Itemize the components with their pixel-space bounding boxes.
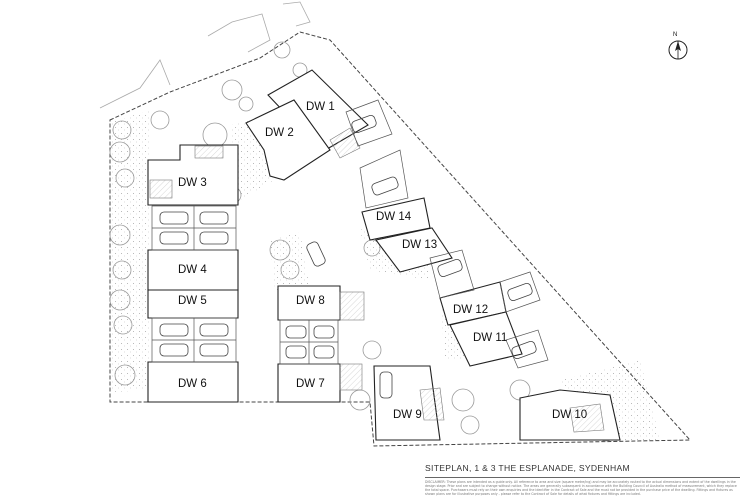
label-dw1: DW 1 xyxy=(306,101,335,113)
label-dw6: DW 6 xyxy=(178,378,207,390)
footprint-dw11 xyxy=(449,311,523,367)
label-dw2: DW 2 xyxy=(265,127,294,139)
label-dw5: DW 5 xyxy=(178,295,207,307)
decks xyxy=(149,127,605,433)
plan-title: SITEPLAN, 1 & 3 THE ESPLANADE, SYDENHAM xyxy=(425,463,630,473)
label-dw3: DW 3 xyxy=(178,177,207,189)
trees xyxy=(109,41,616,442)
label-dw12: DW 12 xyxy=(453,304,488,316)
footprint-dw9 xyxy=(373,365,441,441)
site-boundary xyxy=(109,31,692,447)
parking-bays xyxy=(151,99,549,369)
footprint-dw2 xyxy=(245,99,331,181)
label-dw4: DW 4 xyxy=(178,264,207,276)
label-dw13: DW 13 xyxy=(402,239,437,251)
label-dw9: DW 9 xyxy=(393,409,422,421)
label-dw11: DW 11 xyxy=(473,332,507,344)
context-lines xyxy=(99,1,311,109)
north-arrow-icon xyxy=(668,40,688,60)
plan-caption: SITEPLAN, 1 & 3 THE ESPLANADE, SYDENHAM … xyxy=(425,463,740,496)
label-dw10: DW 10 xyxy=(552,409,587,421)
north-label: N xyxy=(673,32,678,38)
label-dw14: DW 14 xyxy=(376,211,412,223)
label-dw7: DW 7 xyxy=(296,378,325,390)
footprint-dw13 xyxy=(375,227,453,273)
caption-divider xyxy=(425,477,740,478)
label-dw8: DW 8 xyxy=(296,295,325,307)
dwelling-labels: DW 1 DW 2 DW 3 DW 4 DW 5 DW 6 DW 7 DW 8 … xyxy=(178,101,587,421)
footprint-dw5 xyxy=(147,289,239,319)
disclaimer-text: DISCLAIMER: These plans are intended as … xyxy=(425,480,737,496)
cars xyxy=(159,114,537,399)
